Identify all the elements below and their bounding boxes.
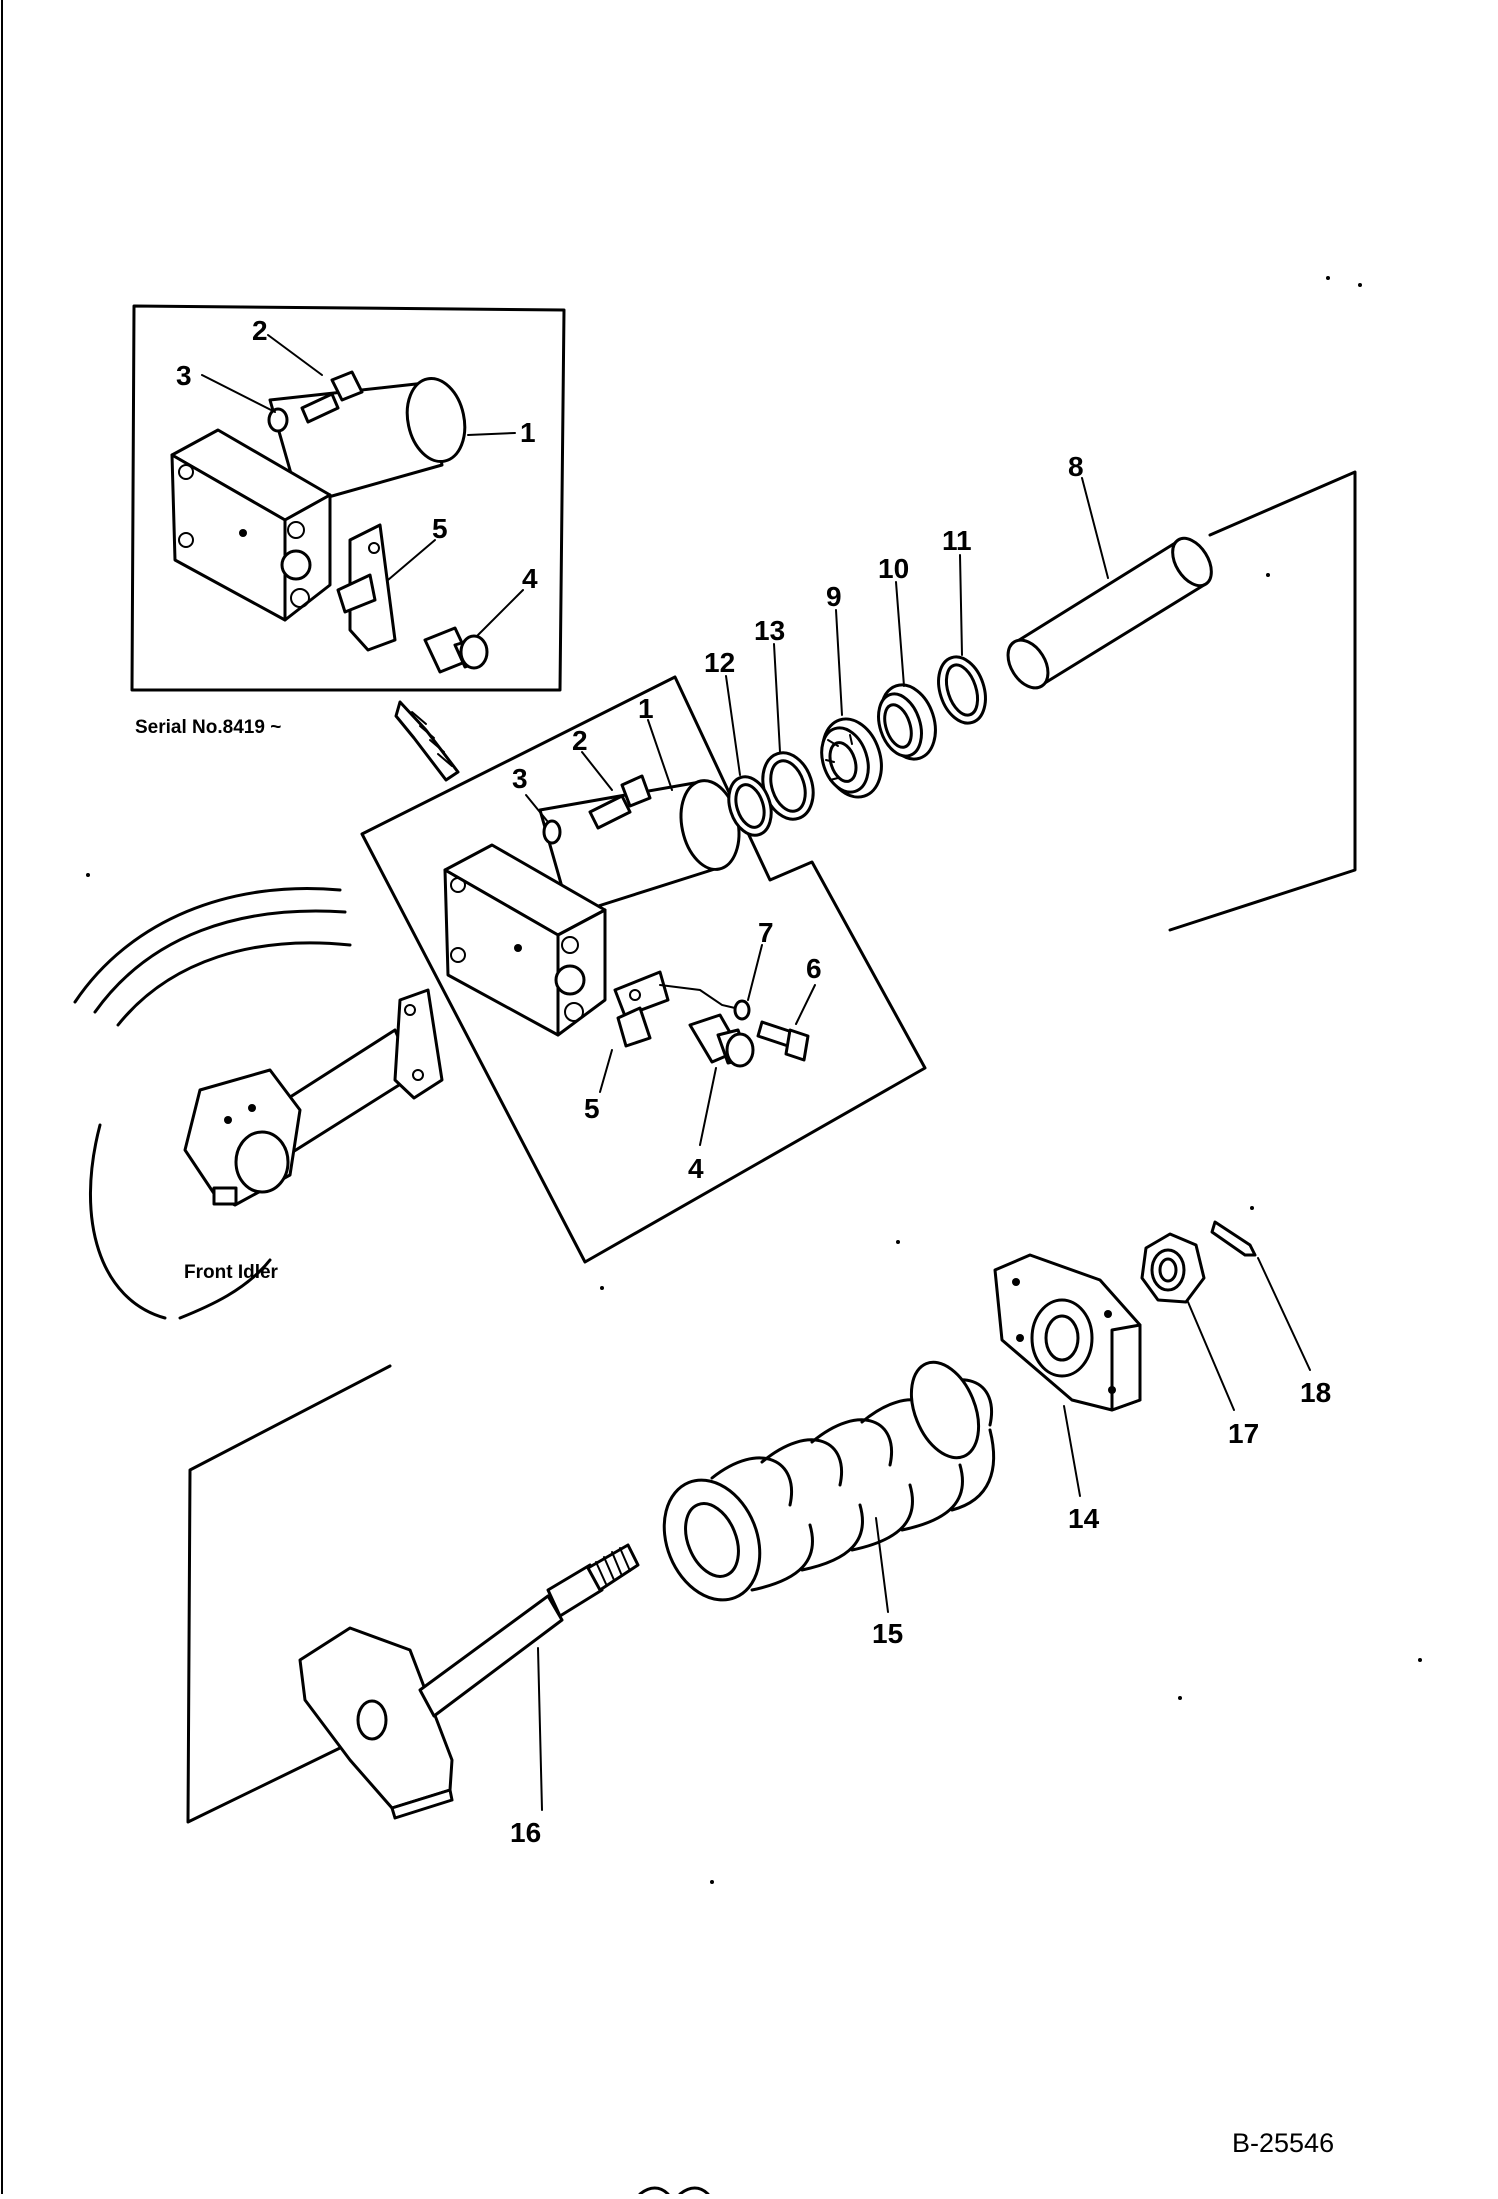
scan-specks — [86, 276, 1422, 1884]
nut-17 — [1140, 1232, 1206, 1304]
callout-label: 16 — [510, 1817, 541, 1848]
spring-15 — [662, 1360, 996, 1602]
idler-rim — [73, 887, 342, 1004]
page-number-fragment — [638, 2186, 710, 2196]
callout-label: 3 — [176, 360, 192, 391]
callout-label: 6 — [806, 953, 822, 984]
front-idler-label: Front Idler — [184, 1262, 279, 1283]
inset-border — [130, 304, 566, 692]
callout-label: 9 — [826, 581, 842, 612]
callout-label: 1 — [520, 417, 536, 448]
callout-label: 1 — [638, 693, 654, 724]
leader-line — [581, 751, 613, 791]
bearing-9 — [820, 717, 883, 799]
main-fitting — [688, 1013, 755, 1068]
callout-label: 10 — [878, 553, 909, 584]
front-idler — [73, 887, 444, 1320]
leader-line — [795, 984, 816, 1025]
ring-13 — [761, 751, 815, 821]
leader-line — [467, 432, 516, 436]
document-number: B-25546 — [1232, 2128, 1334, 2158]
pin-18 — [1210, 1220, 1257, 1257]
leader-line — [201, 374, 276, 413]
leader-line — [699, 1067, 717, 1146]
inset-cylinder — [170, 377, 467, 622]
callout-label: 17 — [1228, 1418, 1259, 1449]
idler-rim — [93, 909, 347, 1014]
idler-bore — [234, 1130, 290, 1194]
inset-bolt — [267, 370, 364, 433]
leader-line — [875, 1517, 889, 1613]
leader-line — [525, 794, 549, 823]
leader-line — [1187, 1301, 1235, 1411]
callout-label: 4 — [522, 563, 538, 594]
callout-label: 5 — [432, 513, 448, 544]
callout-label: 2 — [252, 315, 268, 346]
snap-ring-11 — [937, 655, 987, 725]
idler-rim — [88, 1123, 167, 1320]
callout-label: 13 — [754, 615, 785, 646]
shaft-frame — [1168, 470, 1357, 932]
callout-label: 12 — [704, 647, 735, 678]
main-bolt — [542, 774, 652, 845]
leader-line — [895, 581, 905, 687]
idler-flange — [393, 988, 444, 1100]
callout-label: 2 — [572, 725, 588, 756]
callout-label: 14 — [1068, 1503, 1100, 1534]
leader-line — [387, 539, 436, 581]
leader-line — [267, 334, 323, 376]
leader-line — [1081, 477, 1109, 579]
leader-line — [959, 554, 963, 656]
ring-12 — [727, 775, 773, 837]
callout-label: 18 — [1300, 1377, 1331, 1408]
shaft-set: 8 11 10 9 13 12 — [704, 451, 1357, 932]
callout-label: 3 — [512, 763, 528, 794]
inset-fitting — [423, 626, 489, 674]
lower-frame — [186, 1364, 392, 1824]
callout-label: 4 — [688, 1153, 704, 1184]
main-border — [360, 675, 927, 1264]
flange-14 — [993, 1253, 1142, 1412]
leader-line — [1257, 1257, 1311, 1371]
inset-box: 2 3 1 5 4 — [130, 304, 566, 692]
main-cylinder — [443, 779, 741, 1037]
main-plate — [613, 970, 736, 1048]
leader-line — [1063, 1405, 1081, 1497]
inset-plate — [336, 523, 397, 652]
callout-label: 15 — [872, 1618, 903, 1649]
callout-label: 8 — [1068, 451, 1084, 482]
idler-hub — [183, 1068, 302, 1207]
serial-note: Serial No.8419 ~ — [135, 717, 281, 738]
leader-line — [537, 1647, 543, 1811]
bolt-16 — [298, 1543, 640, 1820]
callout-label: 11 — [942, 525, 972, 556]
leader-line — [773, 643, 781, 753]
seal-10 — [877, 683, 937, 761]
idler-rim — [116, 941, 352, 1027]
pointer-arrow — [394, 700, 460, 782]
main-screw — [733, 999, 810, 1062]
leader-line — [725, 675, 741, 776]
idler-rim — [178, 1258, 272, 1320]
callout-label: 5 — [584, 1093, 600, 1124]
leader-line — [477, 589, 524, 636]
main-box: 2 3 1 7 6 5 4 — [360, 675, 927, 1264]
leader-line — [835, 609, 843, 716]
callout-label: 7 — [758, 917, 774, 948]
leader-line — [747, 944, 763, 1001]
leader-line — [599, 1049, 613, 1093]
rod-8 — [1006, 536, 1213, 690]
lower-assembly: 16 15 14 17 18 — [186, 1220, 1331, 1848]
leader-line — [647, 719, 673, 791]
